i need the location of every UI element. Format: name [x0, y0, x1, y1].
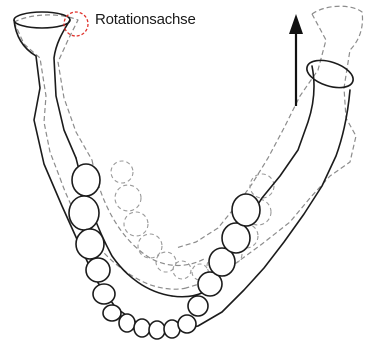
tooth-left-3 [76, 229, 104, 259]
rotation-axis-label: Rotationsachse [95, 11, 196, 28]
tooth-right-5 [188, 296, 208, 316]
mandible-current-position [14, 12, 357, 334]
mandible-original-position [14, 6, 363, 289]
tooth-incisor-1 [103, 305, 121, 321]
tooth-left-4 [86, 258, 110, 282]
tooth-incisor-2 [119, 314, 135, 332]
teeth-current-position [69, 164, 260, 339]
tooth-left-5 [93, 284, 115, 304]
up-arrow-icon [289, 14, 303, 106]
tooth-right-2 [222, 223, 250, 253]
tooth-left-1 [72, 164, 100, 196]
tooth-incisor-6 [178, 315, 196, 333]
tooth-right-1 [232, 194, 260, 226]
tooth-left-2 [69, 196, 99, 230]
tooth-incisor-3 [134, 319, 150, 337]
tooth-incisor-4 [149, 321, 165, 339]
